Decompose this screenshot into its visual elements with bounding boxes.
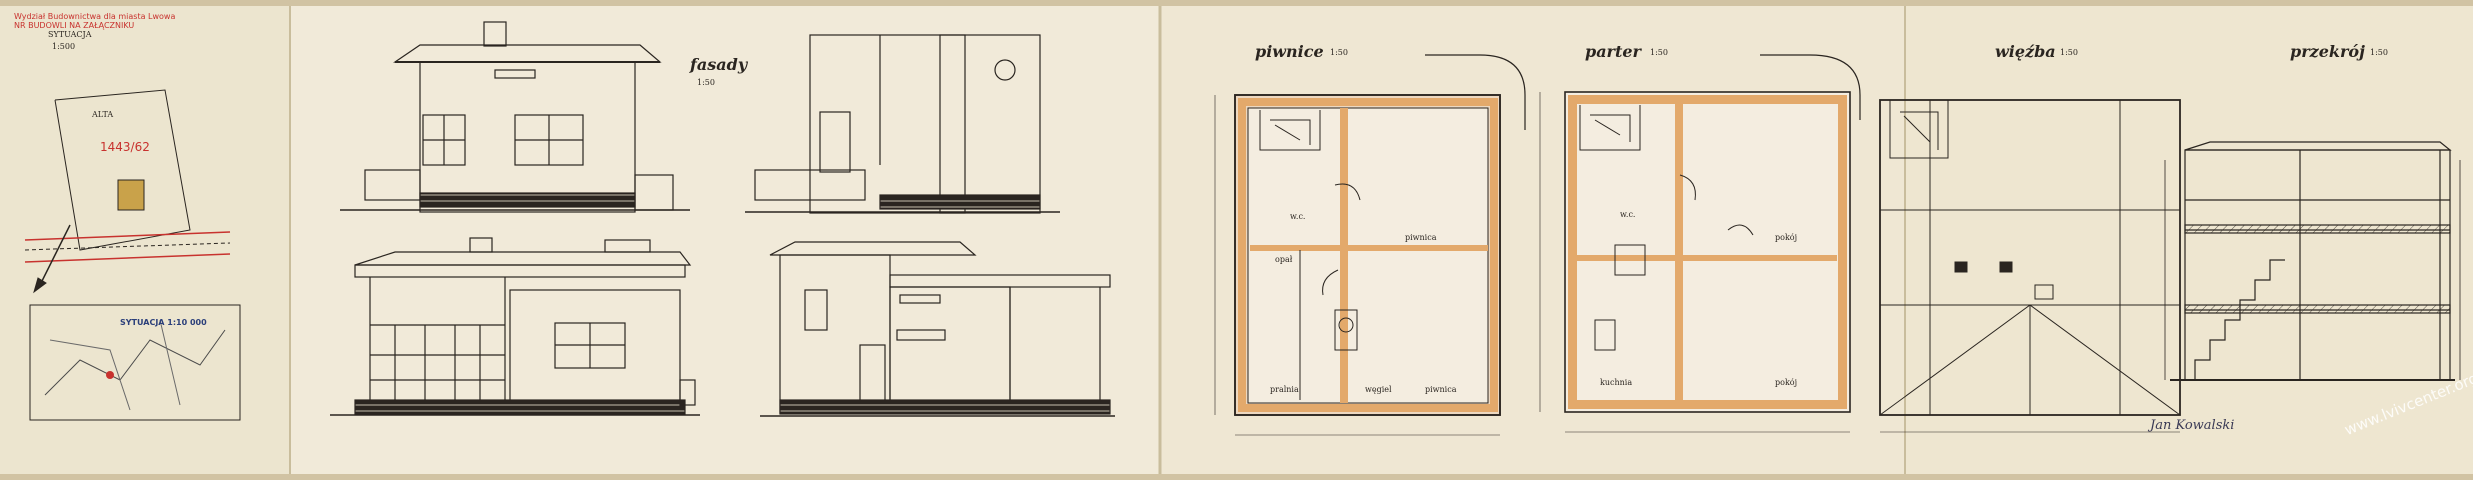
room-label: pokój bbox=[1775, 233, 1798, 242]
room-label: w.c. bbox=[1620, 210, 1636, 219]
site-plan-lot: ALTA bbox=[92, 110, 114, 119]
facades-title: fasady bbox=[690, 55, 748, 74]
room-label: opał bbox=[1275, 255, 1293, 264]
facade-rear bbox=[330, 237, 700, 416]
parcel-number: 1443/62 bbox=[100, 140, 150, 154]
room-label: piwnica bbox=[1425, 385, 1457, 394]
section-title: przekrój bbox=[2290, 42, 2365, 61]
dimension-lines bbox=[1214, 92, 2180, 436]
facade-front bbox=[340, 21, 690, 213]
roof-title: więźba bbox=[1995, 42, 2056, 61]
roof-framing-plan bbox=[1879, 99, 2181, 416]
ground-floor-scale: 1:50 bbox=[1650, 48, 1668, 57]
room-label: pokój bbox=[1775, 378, 1798, 387]
section-scale: 1:50 bbox=[2370, 48, 2388, 57]
approval-stamp: Wydział Budownictwa dla miasta Lwowa NR … bbox=[14, 12, 176, 30]
facade-side-1 bbox=[745, 34, 1060, 214]
signature: Jan Kowalski bbox=[2150, 418, 2235, 433]
room-label: pralnia bbox=[1270, 385, 1299, 394]
roof-scale: 1:50 bbox=[2060, 48, 2078, 57]
site-plan bbox=[24, 89, 241, 421]
site-plan-title: SYTUACJA bbox=[48, 30, 92, 39]
room-label: kuchnia bbox=[1600, 378, 1633, 387]
facade-side-2 bbox=[760, 241, 1115, 417]
room-label: piwnica bbox=[1405, 233, 1437, 242]
basement-plan bbox=[1234, 54, 1526, 416]
building-section bbox=[2164, 141, 2461, 381]
basement-title: piwnice bbox=[1255, 42, 1324, 61]
site-plan-scale: 1:500 bbox=[52, 42, 76, 51]
ground-floor-title: parter bbox=[1585, 42, 1641, 61]
facades-scale: 1:50 bbox=[697, 78, 715, 87]
basement-scale: 1:50 bbox=[1330, 48, 1348, 57]
inset-map-title: SYTUACJA 1:10 000 bbox=[120, 318, 207, 327]
stamp-line-2: NR BUDOWLI NA ZAŁĄCZNIKU bbox=[14, 21, 135, 30]
room-label: w.c. bbox=[1290, 212, 1306, 221]
room-label: węgiel bbox=[1365, 385, 1392, 394]
stamp-line-1: Wydział Budownictwa dla miasta Lwowa bbox=[14, 12, 176, 21]
ground-floor-plan bbox=[1564, 54, 1861, 413]
